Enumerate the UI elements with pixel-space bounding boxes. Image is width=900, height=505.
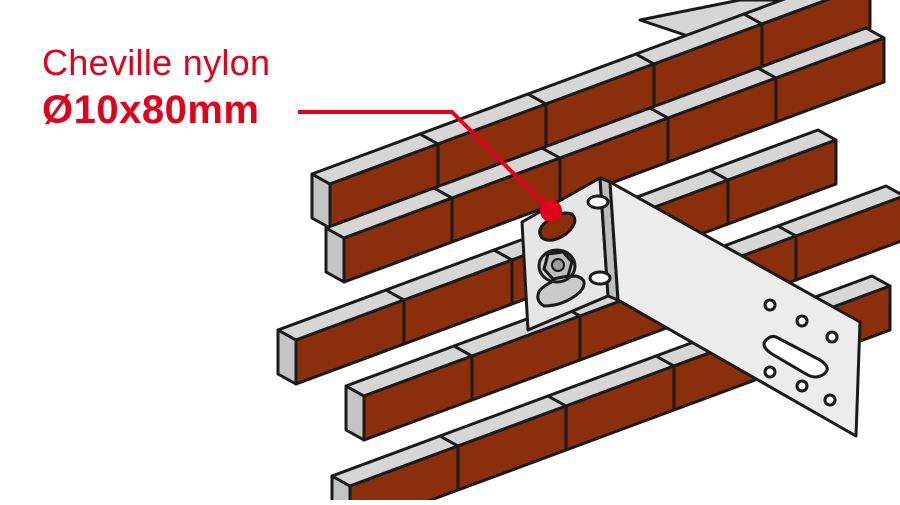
arm-holes bbox=[762, 298, 839, 407]
leader-line bbox=[298, 110, 552, 212]
leader-dot-icon bbox=[540, 200, 562, 222]
brick-front-face bbox=[794, 195, 900, 282]
fold-hole-upper bbox=[586, 194, 610, 210]
brick-front-face bbox=[774, 36, 886, 124]
bracket-arm bbox=[608, 180, 862, 438]
brick-top-face bbox=[742, 0, 832, 26]
callout-leader bbox=[298, 110, 562, 222]
nylon-anchor-bolt-icon bbox=[537, 248, 577, 284]
callout-dimension: Ø10x80mm bbox=[42, 88, 260, 132]
brick-front-face bbox=[726, 138, 838, 226]
arm-long-slot bbox=[762, 334, 829, 379]
callout-title: Cheville nylon bbox=[42, 42, 271, 83]
fold-hole-lower bbox=[588, 270, 612, 286]
wall-plate-upper-slot bbox=[538, 211, 577, 242]
angle-bracket bbox=[520, 176, 862, 438]
